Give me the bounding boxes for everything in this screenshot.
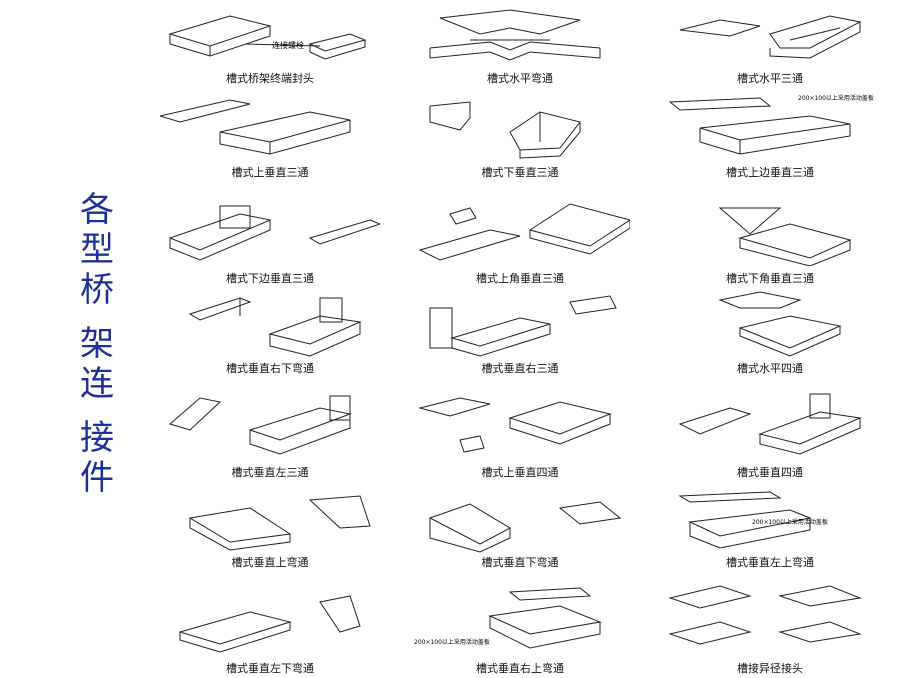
fitting-upper-corner-vertical-tee: 槽式上角垂直三通 bbox=[400, 190, 640, 290]
horizontal-cross-drawing bbox=[718, 291, 842, 357]
upper-vertical-cross-drawing bbox=[418, 397, 612, 453]
end-cap-drawing: 连接螺栓 bbox=[168, 15, 367, 60]
fitting-grid: 连接螺栓 槽式桥架终端封头 槽式水平弯通 槽式水平三通 bbox=[140, 0, 900, 675]
fitting-vertical-left-tee: 槽式垂直左三通 bbox=[150, 384, 390, 484]
title-char: 接 bbox=[80, 418, 114, 458]
vertical-cross-drawing bbox=[678, 393, 862, 455]
vertical-upper-elbow-drawing bbox=[188, 495, 371, 551]
vertical-left-tee-drawing bbox=[168, 395, 352, 455]
upper-side-vertical-tee-drawing: 200×100以上采用活动盖板 bbox=[668, 94, 874, 155]
caption: 槽式垂直右上弯通 bbox=[476, 662, 564, 675]
horizontal-elbow-drawing bbox=[429, 9, 601, 61]
fitting-upper-vertical-cross: 槽式上垂直四通 bbox=[400, 384, 640, 484]
caption: 槽式水平三通 bbox=[737, 72, 803, 85]
fitting-vertical-left-upper-elbow: 200×100以上采用活动盖板 槽式垂直左上弯通 bbox=[650, 484, 890, 584]
caption: 槽式上边垂直三通 bbox=[726, 166, 814, 179]
horizontal-tee-drawing bbox=[679, 15, 862, 59]
caption: 槽式下角垂直三通 bbox=[726, 272, 814, 285]
fitting-vertical-lower-elbow: 槽式垂直下弯通 bbox=[400, 484, 640, 584]
fitting-vertical-cross: 槽式垂直四通 bbox=[650, 384, 890, 484]
fitting-upper-vertical-tee: 槽式上垂直三通 bbox=[150, 88, 390, 188]
vertical-title: 各 型 桥 架 连 接 件 bbox=[72, 190, 122, 498]
fitting-end-cap: 连接螺栓 槽式桥架终端封头 bbox=[150, 0, 390, 100]
vertical-left-lower-elbow-drawing bbox=[178, 595, 361, 653]
fitting-lower-vertical-tee: 槽式下垂直三通 bbox=[400, 88, 640, 188]
fitting-vertical-right-tee: 槽式垂直右三通 bbox=[400, 284, 640, 384]
fitting-upper-side-vertical-tee: 200×100以上采用活动盖板 槽式上边垂直三通 bbox=[650, 88, 890, 188]
title-char: 件 bbox=[80, 458, 114, 498]
lower-vertical-tee-drawing bbox=[429, 101, 581, 159]
fitting-lower-side-vertical-tee: 槽式下边垂直三通 bbox=[150, 190, 390, 290]
cover-note: 200×100以上采用活动盖板 bbox=[752, 518, 828, 526]
bolt-label: 连接螺栓 bbox=[272, 40, 304, 50]
fitting-reducer: 槽接异径接头 bbox=[650, 578, 890, 678]
vertical-lower-elbow-drawing bbox=[428, 501, 622, 553]
fitting-vertical-left-lower-elbow: 槽式垂直左下弯通 bbox=[150, 578, 390, 678]
title-char: 桥 bbox=[80, 270, 114, 310]
vertical-right-upper-elbow-drawing: 200×100以上采用活动盖板 bbox=[414, 587, 602, 649]
fitting-vertical-right-upper-elbow: 200×100以上采用活动盖板 槽式垂直右上弯通 bbox=[400, 578, 640, 678]
cover-note: 200×100以上采用活动盖板 bbox=[414, 638, 490, 646]
fitting-horizontal-tee: 槽式水平三通 bbox=[650, 0, 890, 100]
fitting-vertical-upper-elbow: 槽式垂直上弯通 bbox=[150, 484, 390, 584]
cover-note: 200×100以上采用活动盖板 bbox=[798, 94, 874, 102]
caption: 槽式垂直下弯通 bbox=[481, 556, 559, 569]
lower-side-vertical-tee-drawing bbox=[168, 205, 380, 261]
reducer-drawing bbox=[668, 585, 862, 645]
title-char: 各 bbox=[80, 190, 114, 230]
caption: 槽式水平四通 bbox=[737, 362, 803, 375]
caption: 槽式垂直上弯通 bbox=[231, 556, 309, 569]
vertical-left-upper-elbow-drawing: 200×100以上采用活动盖板 bbox=[678, 491, 828, 549]
fitting-horizontal-cross: 槽式水平四通 bbox=[650, 284, 890, 384]
caption: 槽式垂直右三通 bbox=[481, 362, 559, 375]
caption: 槽式下垂直三通 bbox=[481, 166, 559, 179]
caption: 槽式垂直左三通 bbox=[231, 466, 309, 479]
fitting-vertical-right-lower-elbow: 槽式垂直右下弯通 bbox=[150, 284, 390, 384]
caption: 槽式桥架终端封头 bbox=[226, 72, 314, 85]
caption: 槽式水平弯通 bbox=[487, 72, 553, 85]
vertical-right-lower-elbow-drawing bbox=[188, 297, 362, 357]
title-char: 型 bbox=[80, 230, 114, 270]
vertical-right-tee-drawing bbox=[429, 295, 617, 357]
fitting-lower-corner-vertical-tee: 槽式下角垂直三通 bbox=[650, 190, 890, 290]
fitting-horizontal-elbow: 槽式水平弯通 bbox=[400, 0, 640, 100]
caption: 槽式垂直左上弯通 bbox=[726, 556, 814, 569]
caption: 槽式上垂直三通 bbox=[231, 166, 309, 179]
caption: 槽式上角垂直三通 bbox=[476, 272, 564, 285]
lower-corner-vertical-tee-drawing bbox=[718, 207, 852, 266]
caption: 槽式上垂直四通 bbox=[481, 466, 559, 479]
caption: 槽式下边垂直三通 bbox=[226, 272, 314, 285]
upper-corner-vertical-tee-drawing bbox=[418, 203, 630, 261]
caption: 槽接异径接头 bbox=[737, 662, 803, 675]
caption: 槽式垂直右下弯通 bbox=[226, 362, 314, 375]
caption: 槽式垂直左下弯通 bbox=[226, 662, 314, 675]
title-char: 架 bbox=[80, 324, 114, 364]
caption: 槽式垂直四通 bbox=[737, 466, 803, 479]
title-char: 连 bbox=[80, 364, 114, 404]
upper-vertical-tee-drawing bbox=[160, 99, 351, 155]
